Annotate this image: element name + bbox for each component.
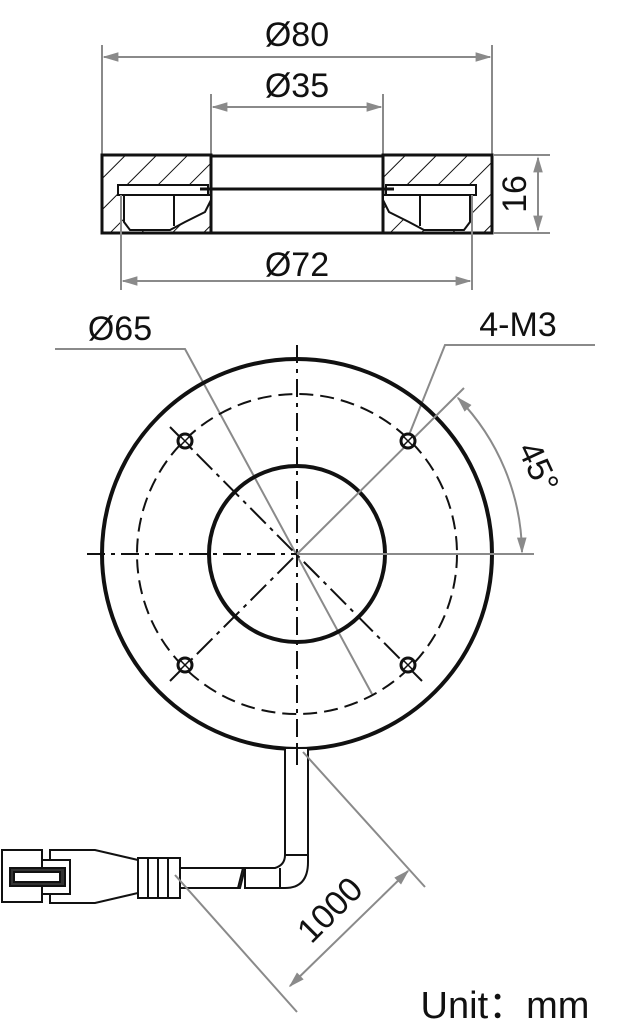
unit-label: Unit：mm [421, 985, 590, 1024]
label-inner-diameter: Ø35 [265, 67, 329, 105]
label-holes: 4-M3 [479, 306, 556, 344]
hole-icon [399, 432, 417, 450]
label-hole-circle: Ø65 [88, 310, 152, 348]
cable [1, 749, 309, 904]
dim-height [494, 154, 550, 234]
dim-base-diameter [120, 195, 473, 290]
center-lines [87, 345, 423, 760]
top-view [55, 344, 595, 760]
dim-cable-length [174, 751, 426, 1013]
label-angle: 45° [510, 436, 566, 499]
hole-icon [176, 656, 194, 674]
dim-outer-diameter [101, 45, 493, 156]
section-view [100, 45, 550, 290]
label-outer-diameter: Ø80 [265, 16, 329, 54]
hole-icon [399, 656, 417, 674]
ring-body-left [100, 153, 213, 235]
mounting-holes [176, 432, 417, 674]
holes-leader [404, 344, 595, 446]
hole-circle-leader [55, 348, 373, 695]
label-height: 16 [496, 175, 534, 213]
label-base-diameter: Ø72 [265, 246, 329, 284]
dim-inner-diameter [210, 94, 384, 156]
hole-icon [176, 432, 194, 450]
center-window [200, 154, 394, 235]
angle-dimension [296, 387, 534, 555]
ring-body-right [381, 153, 494, 235]
